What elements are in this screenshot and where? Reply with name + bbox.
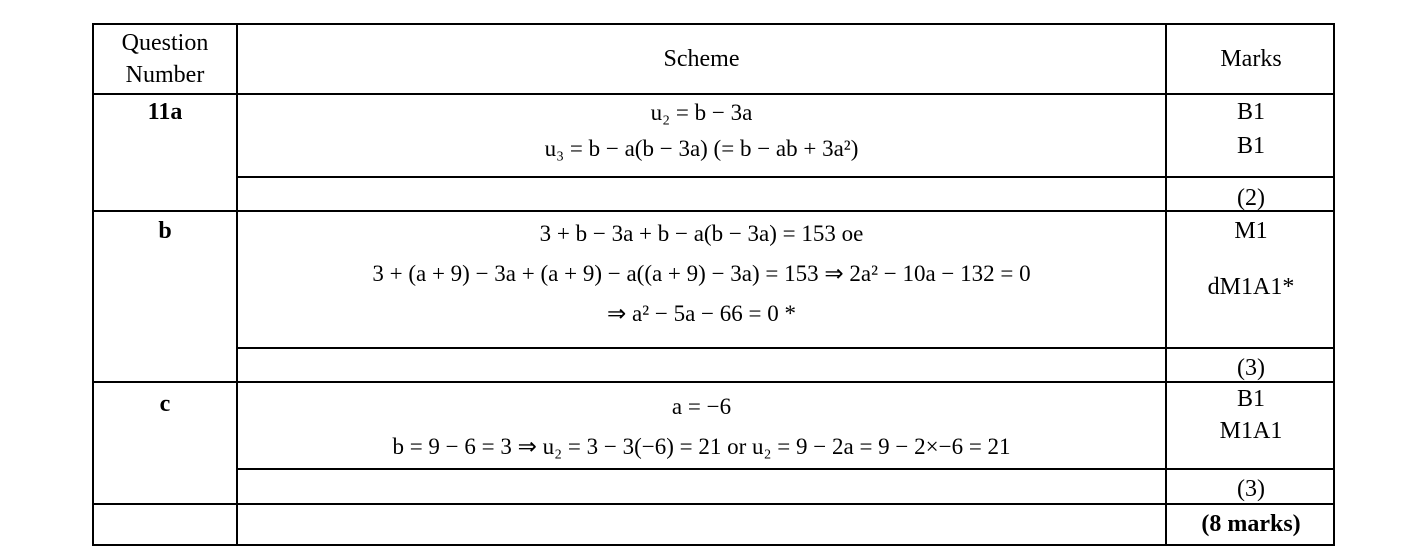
grand-total: (8 marks)	[1201, 511, 1301, 537]
marks-cell: B1 B1	[1167, 95, 1335, 163]
column-divider	[1165, 25, 1167, 544]
subtotal: (3)	[1237, 476, 1265, 502]
header-text: Question	[121, 30, 209, 56]
row-divider	[94, 381, 1333, 383]
subrow-divider	[236, 176, 1333, 178]
question-label: b	[158, 218, 172, 244]
row-divider	[94, 93, 1333, 95]
scheme-line: b = 9 − 6 = 3 ⇒ u₂ = 3 − 3(−6) = 21 or u…	[392, 434, 1011, 459]
column-divider	[236, 25, 238, 544]
header-scheme: Scheme	[663, 46, 740, 72]
scheme-cell: a = −6 b = 9 − 6 = 3 ⇒ u₂ = 3 − 3(−6) = …	[238, 387, 1165, 467]
marks-cell: B1 M1A1	[1167, 383, 1335, 447]
header-text: Number	[125, 62, 205, 88]
mark: B1	[1236, 133, 1265, 159]
subtotal: (3)	[1237, 355, 1265, 381]
scheme-line: 3 + (a + 9) − 3a + (a + 9) − a((a + 9) −…	[372, 261, 1031, 286]
subrow-divider	[236, 468, 1333, 470]
mark: M1A1	[1219, 418, 1283, 444]
scheme-line: ⇒ a² − 5a − 66 = 0 *	[607, 301, 796, 326]
row-divider	[94, 503, 1333, 505]
mark: dM1A1*	[1207, 274, 1295, 300]
scheme-line: a = −6	[671, 394, 732, 419]
question-label: c	[159, 391, 171, 417]
scheme-line: 3 + b − 3a + b − a(b − 3a) = 153 oe	[539, 221, 864, 246]
scheme-cell: u₂ = b − 3a u₃ = b − a(b − 3a) (= b − ab…	[238, 95, 1165, 167]
scheme-line: u₃ = b − a(b − 3a) (= b − ab + 3a²)	[544, 136, 859, 161]
header-marks: Marks	[1220, 46, 1282, 72]
subtotal: (2)	[1237, 185, 1265, 211]
scheme-cell: 3 + b − 3a + b − a(b − 3a) = 153 oe 3 + …	[238, 214, 1165, 334]
scheme-line: u₂ = b − 3a	[650, 100, 753, 125]
mark-scheme-table: Question Number Scheme Marks 11a u₂ = b …	[92, 23, 1335, 546]
subrow-divider	[236, 347, 1333, 349]
mark: B1	[1236, 386, 1265, 412]
question-label: 11a	[147, 99, 183, 125]
mark: M1	[1234, 218, 1268, 244]
mark: B1	[1236, 99, 1265, 125]
header-question-number: Question Number	[94, 27, 236, 91]
row-divider	[94, 210, 1333, 212]
